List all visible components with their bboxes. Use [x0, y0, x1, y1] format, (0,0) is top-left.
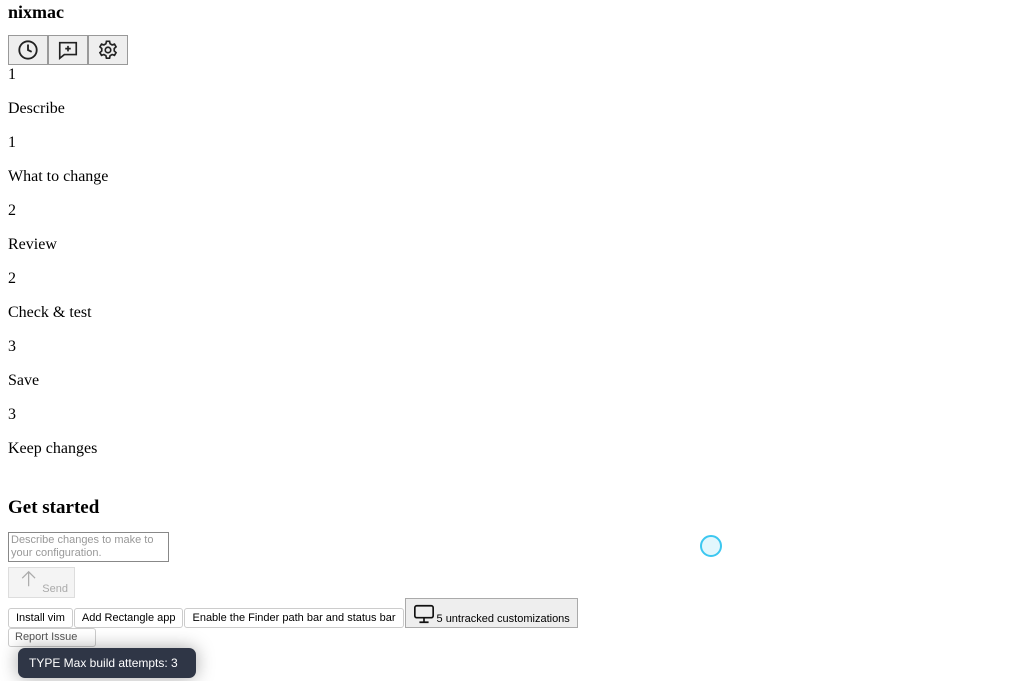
- step-number: 2: [8, 270, 16, 287]
- step-number: 1: [8, 134, 16, 151]
- step-number: 3: [8, 406, 16, 423]
- step-number: 2: [8, 202, 16, 219]
- step-subtitle: Keep changes: [8, 440, 98, 457]
- suggestion-row: Install vim Add Rectangle app Enable the…: [8, 598, 1016, 628]
- history-button[interactable]: [8, 35, 48, 65]
- cursor-indicator: [700, 535, 722, 557]
- send-label: Send: [42, 583, 68, 595]
- tooltip: TYPE Max build attempts: 3: [18, 648, 196, 678]
- step-title: Review: [8, 236, 57, 253]
- new-chat-icon: [58, 41, 78, 60]
- step-title: Describe: [8, 100, 65, 117]
- app-title: nixmac: [8, 2, 64, 22]
- new-chat-button[interactable]: [48, 35, 88, 65]
- settings-button[interactable]: [88, 35, 128, 65]
- step-number: 3: [8, 338, 16, 355]
- steps-list: 1 Describe 1 What to change 2 Review 2 C…: [8, 66, 1016, 458]
- step-subtitle: Check & test: [8, 304, 92, 321]
- step-number: 1: [8, 66, 16, 83]
- step-subtitle: What to change: [8, 168, 109, 185]
- section-heading: Get started: [8, 497, 100, 518]
- suggestion-chip[interactable]: Install vim: [8, 608, 73, 628]
- toolbar: [8, 35, 1016, 65]
- arrow-up-icon: [21, 570, 36, 587]
- report-issue-button[interactable]: Report Issue: [8, 628, 96, 647]
- suggestion-chip[interactable]: Enable the Finder path bar and status ba…: [184, 608, 404, 628]
- untracked-customizations-button[interactable]: 5 untracked customizations: [404, 598, 578, 628]
- history-icon: [18, 40, 38, 60]
- monitor-icon: [413, 604, 434, 624]
- step-title: Save: [8, 372, 40, 389]
- prompt-input[interactable]: [8, 532, 169, 562]
- untracked-label: 5 untracked customizations: [436, 613, 570, 625]
- settings-icon: [98, 40, 118, 59]
- send-button[interactable]: Send: [8, 567, 75, 598]
- suggestion-chip[interactable]: Add Rectangle app: [73, 608, 184, 628]
